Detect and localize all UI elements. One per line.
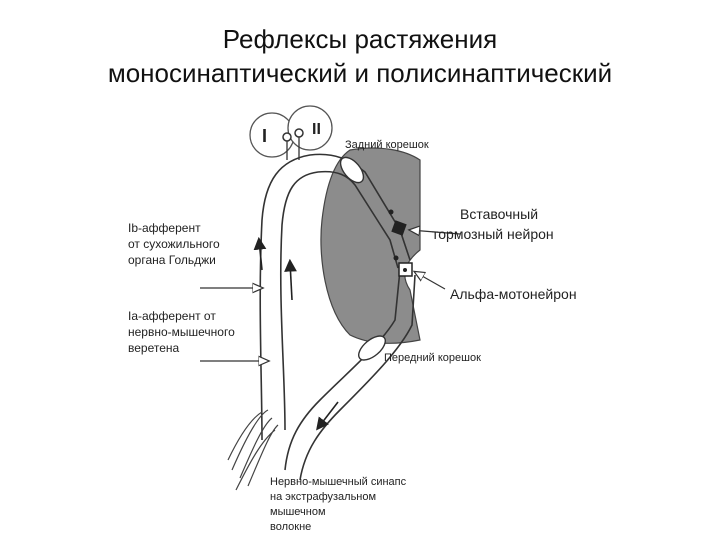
title-line-2: моносинаптический и полисинаптический bbox=[107, 58, 613, 88]
ia-afferent-label-1: Ia-афферент от bbox=[128, 309, 216, 323]
interneuron-label-1: Вставочный bbox=[460, 206, 538, 222]
efferent-direction-arrow bbox=[316, 401, 339, 431]
muscle-fibers bbox=[227, 409, 279, 491]
ia-direction-arrow bbox=[284, 258, 297, 301]
synapse-label-2: на экстрафузальном bbox=[270, 491, 376, 503]
synapse-label-3: мышечном bbox=[270, 506, 326, 518]
title-line-1: Рефлексы растяжения bbox=[222, 24, 498, 54]
interneuron-soma bbox=[391, 220, 407, 236]
ventral-root-ring bbox=[358, 335, 386, 361]
synapse-dot-2 bbox=[393, 255, 399, 261]
alpha-motoneuron-nucleus bbox=[403, 268, 407, 272]
dorsal-root-ring bbox=[339, 156, 365, 184]
synapse-dot-1 bbox=[388, 209, 394, 215]
ventral-root-label: Передний корешок bbox=[384, 352, 481, 364]
ib-direction-arrow bbox=[253, 236, 267, 271]
ia-afferent-label-3: веретена bbox=[128, 341, 180, 355]
motoneuron-pointer-arrow bbox=[415, 272, 446, 290]
ib-afferent-label-1: Ib-афферент bbox=[128, 221, 201, 235]
efferent-nerve-outer bbox=[284, 269, 401, 471]
receptor-II-soma bbox=[294, 128, 304, 138]
alpha-motoneuron-label: Альфа-мотонейрон bbox=[450, 286, 577, 302]
afferent-nerve-inner bbox=[279, 170, 399, 431]
receptor-II-label: II bbox=[312, 121, 321, 138]
synapse-label-4: волокне bbox=[270, 521, 311, 533]
interneuron-pointer-arrow bbox=[410, 230, 461, 234]
interneuron-label-2: тормозный нейрон bbox=[432, 226, 554, 242]
receptor-I-label: I bbox=[262, 126, 267, 146]
receptor-II-circle bbox=[287, 105, 333, 151]
efferent-nerve-inner bbox=[299, 274, 416, 481]
ib-afferent-label-2: от сухожильного bbox=[128, 237, 220, 251]
dorsal-root-label: Задний корешок bbox=[345, 139, 429, 151]
receptor-I-soma bbox=[282, 132, 292, 142]
ia-afferent-label-2: нервно-мышечного bbox=[128, 325, 235, 339]
synapse-label-1: Нервно-мышечный синапс bbox=[270, 476, 407, 488]
ib-afferent-label-3: органа Гольджи bbox=[128, 253, 216, 267]
